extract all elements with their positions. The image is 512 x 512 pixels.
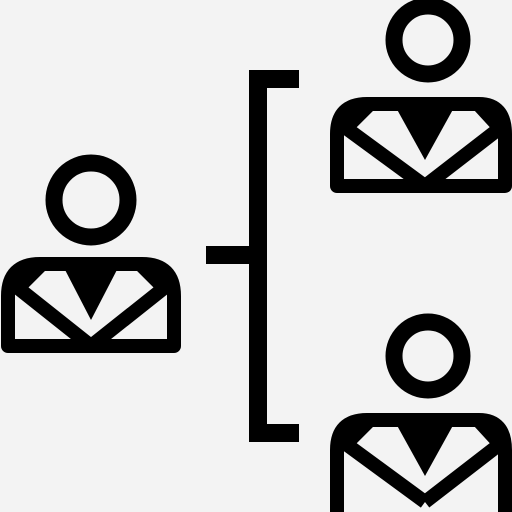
- person-head: [385, 0, 471, 83]
- person-lapel-right: [420, 99, 511, 192]
- person-tie: [62, 264, 120, 320]
- person-head: [385, 313, 471, 399]
- connector-bottom-branch: [249, 424, 299, 442]
- person-tie: [394, 104, 456, 160]
- person-head: [45, 154, 137, 246]
- person-lapel-left: [335, 99, 430, 192]
- person-lapel-right: [420, 415, 511, 508]
- person-lapel-left: [335, 415, 430, 508]
- connector-vertical: [249, 70, 267, 442]
- person-icon-bottom-right: [330, 313, 512, 512]
- person-lapel-right: [86, 259, 175, 352]
- person-tie: [394, 420, 456, 476]
- connector-top-branch: [249, 70, 299, 88]
- hierarchy-connector: [206, 70, 299, 442]
- person-icon-top-right: [330, 0, 512, 193]
- person-icon-left: [1, 154, 181, 353]
- person-lapel-left: [7, 259, 96, 352]
